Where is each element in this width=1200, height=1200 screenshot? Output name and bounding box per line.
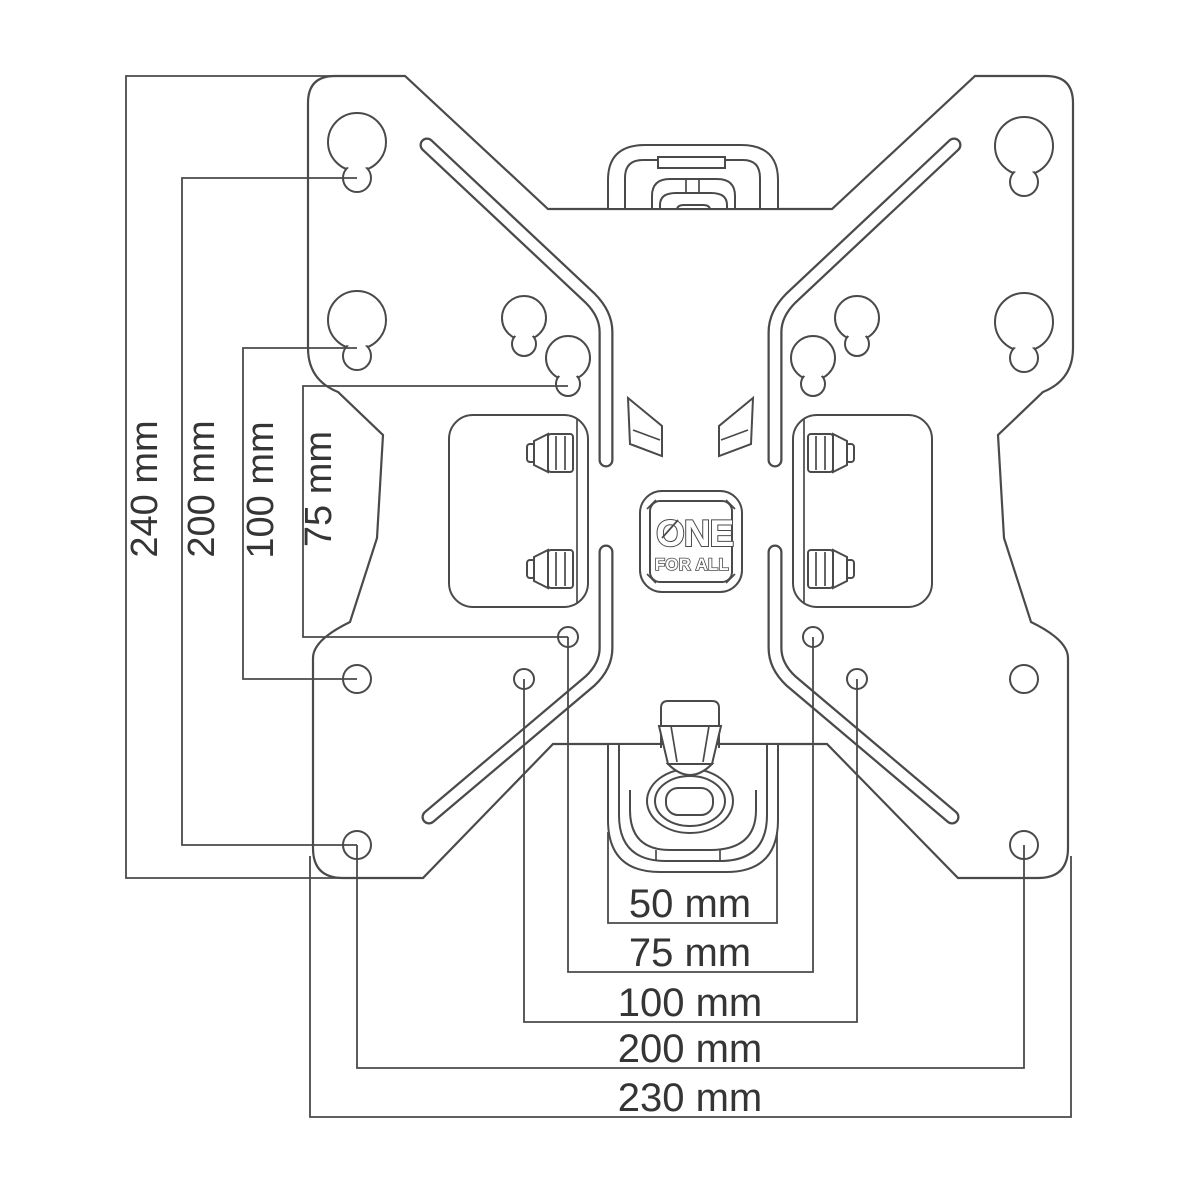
- locking-mount-bottom: [607, 700, 779, 873]
- brand-tagline-text: FOR ALL: [655, 556, 729, 574]
- dim-line-75mm-h: [567, 637, 814, 973]
- dim-label-75mm-v: 75 mm: [298, 431, 340, 547]
- screw-slash-icon: [661, 519, 679, 539]
- dimension-lines-vertical: 240 mm 200 mm 100 mm 75 mm: [124, 75, 568, 879]
- dim-label-100mm-h: 100 mm: [618, 981, 763, 1025]
- dim-line-240mm: [125, 75, 348, 879]
- latch-lever: [657, 700, 723, 776]
- dim-label-230mm: 230 mm: [618, 1076, 763, 1120]
- tilt-head-top: [607, 144, 779, 211]
- dim-label-200mm-h: 200 mm: [618, 1027, 763, 1071]
- dim-line-75mm-v: [302, 385, 568, 638]
- hook-tab-right: [718, 395, 755, 458]
- dimension-lines-horizontal: 50 mm 75 mm 100 mm 200 mm 230 mm: [309, 637, 1072, 1120]
- bracket-plate-outline: [306, 74, 1075, 880]
- logo-plate: ONE FOR ALL: [639, 490, 743, 593]
- dim-line-200mm-h: [356, 845, 1025, 1069]
- dim-line-50mm: [607, 832, 778, 924]
- dim-label-200mm-v: 200 mm: [181, 420, 223, 557]
- vesa-guide-slots: [419, 137, 962, 825]
- hook-tab-left: [626, 395, 663, 458]
- tv-bracket-left: [448, 414, 589, 608]
- dim-line-200mm-v: [181, 177, 357, 846]
- tv-bracket-right: [792, 414, 933, 608]
- brand-name-text: ONE: [656, 513, 734, 554]
- dim-line-230mm: [309, 856, 1072, 1118]
- dim-label-75mm-h: 75 mm: [629, 931, 751, 975]
- dim-label-100mm-v: 100 mm: [240, 421, 282, 558]
- dim-label-50mm: 50 mm: [629, 882, 751, 926]
- dim-line-100mm-h: [523, 679, 858, 1023]
- dim-label-240mm: 240 mm: [124, 420, 166, 557]
- dim-line-100mm-v: [242, 347, 357, 680]
